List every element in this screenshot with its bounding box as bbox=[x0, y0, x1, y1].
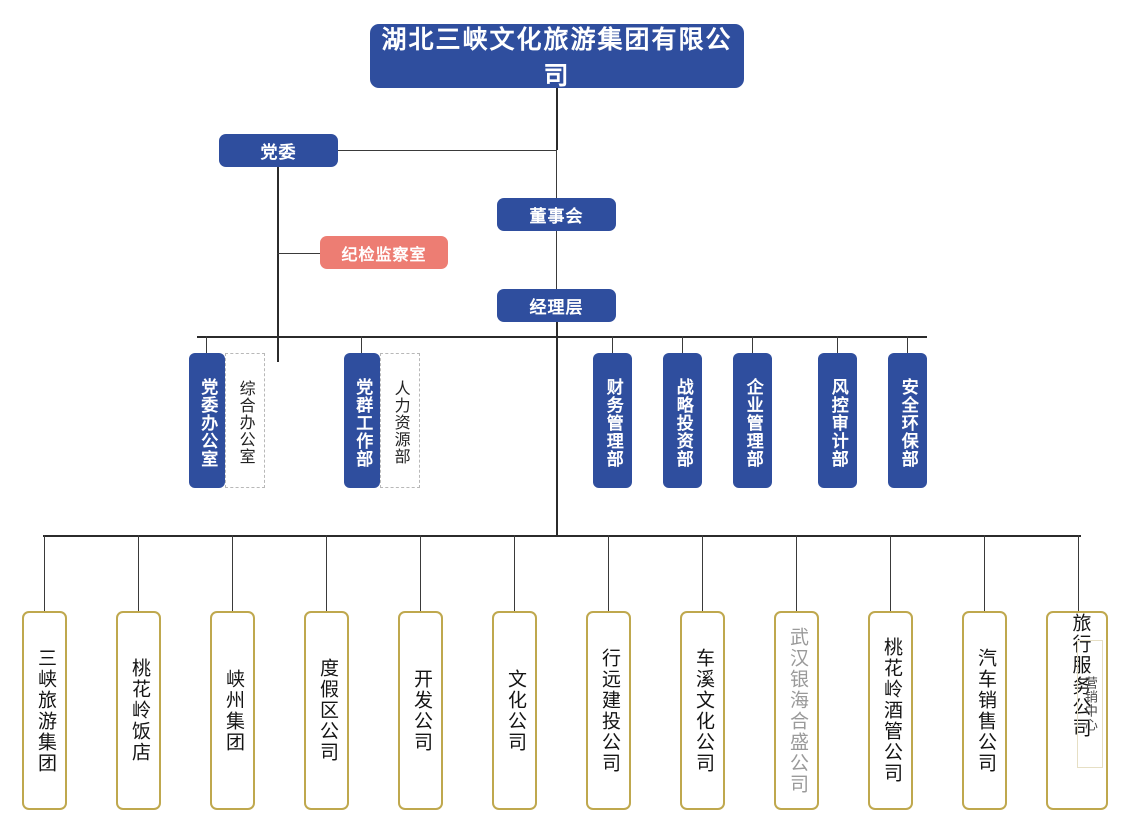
node-dept-party-mass-work[interactable]: 党群工作部 bbox=[344, 353, 380, 488]
node-subsidiary-xingyuan-construction[interactable]: 行远建投公司 bbox=[586, 611, 631, 810]
node-board-of-directors[interactable]: 董事会 bbox=[497, 198, 616, 231]
connector-root-down bbox=[556, 88, 558, 150]
node-subsidiary-chexi-culture[interactable]: 车溪文化公司 bbox=[680, 611, 725, 810]
connector-party-down bbox=[277, 167, 279, 362]
subsidiary-drop-2 bbox=[138, 535, 139, 611]
connector-management-down bbox=[556, 321, 558, 536]
node-dept-finance[interactable]: 财务管理部 bbox=[593, 353, 632, 488]
department-drop-4 bbox=[682, 336, 683, 353]
connector-discipline bbox=[277, 253, 320, 254]
subsidiary-drop-11 bbox=[984, 535, 985, 611]
department-drop-3 bbox=[612, 336, 613, 353]
department-drop-1 bbox=[206, 336, 207, 353]
node-dept-enterprise-management[interactable]: 企业管理部 bbox=[733, 353, 772, 488]
subsidiary-drop-9 bbox=[796, 535, 797, 611]
node-subsidiary-taohualing-hotel[interactable]: 桃花岭饭店 bbox=[116, 611, 161, 810]
connector-board-to-management bbox=[556, 231, 557, 289]
node-subsidiary-culture-company[interactable]: 文化公司 bbox=[492, 611, 537, 810]
node-subsidiary-auto-sales[interactable]: 汽车销售公司 bbox=[962, 611, 1007, 810]
node-discipline-office[interactable]: 纪检监察室 bbox=[320, 236, 448, 269]
node-subsidiary-wuhan-yinhai-hesheng[interactable]: 武汉银海合盛公司 bbox=[774, 611, 819, 810]
department-drop-6 bbox=[837, 336, 838, 353]
node-dept-risk-control-audit[interactable]: 风控审计部 bbox=[818, 353, 857, 488]
node-subsidiary-travel-service-label: 旅行服务公司 bbox=[1069, 613, 1091, 739]
subsidiary-drop-7 bbox=[608, 535, 609, 611]
node-dept-safety-environment[interactable]: 安全环保部 bbox=[888, 353, 927, 488]
node-dept-human-resources[interactable]: 人力资源部 bbox=[380, 353, 420, 488]
node-subsidiary-sanxia-tourism-group[interactable]: 三峡旅游集团 bbox=[22, 611, 67, 810]
subsidiary-drop-12 bbox=[1078, 535, 1079, 611]
node-dept-general-office[interactable]: 综合办公室 bbox=[225, 353, 265, 488]
department-bus-line bbox=[197, 336, 927, 338]
node-subsidiary-taohualing-hotel-management[interactable]: 桃花岭酒管公司 bbox=[868, 611, 913, 810]
node-management-layer[interactable]: 经理层 bbox=[497, 289, 616, 322]
node-dept-strategic-investment[interactable]: 战略投资部 bbox=[663, 353, 702, 488]
department-drop-7 bbox=[907, 336, 908, 353]
subsidiary-bus-line bbox=[43, 535, 1081, 537]
subsidiary-drop-3 bbox=[232, 535, 233, 611]
node-subsidiary-development-company[interactable]: 开发公司 bbox=[398, 611, 443, 810]
connector-spine-to-board bbox=[556, 150, 557, 198]
node-root-company[interactable]: 湖北三峡文化旅游集团有限公司 bbox=[370, 24, 744, 90]
subsidiary-drop-4 bbox=[326, 535, 327, 611]
node-subsidiary-xiazhou-group[interactable]: 峡州集团 bbox=[210, 611, 255, 810]
subsidiary-drop-5 bbox=[420, 535, 421, 611]
subsidiary-drop-8 bbox=[702, 535, 703, 611]
subsidiary-drop-1 bbox=[44, 535, 45, 611]
subsidiary-drop-6 bbox=[514, 535, 515, 611]
node-subsidiary-resort-company[interactable]: 度假区公司 bbox=[304, 611, 349, 810]
department-drop-5 bbox=[752, 336, 753, 353]
subsidiary-drop-10 bbox=[890, 535, 891, 611]
node-marketing-center[interactable]: 营销中心 bbox=[1077, 640, 1103, 768]
connector-party-to-spine bbox=[338, 150, 557, 151]
node-dept-party-office[interactable]: 党委办公室 bbox=[189, 353, 225, 488]
department-drop-2 bbox=[361, 336, 362, 353]
node-party-committee[interactable]: 党委 bbox=[219, 134, 338, 167]
